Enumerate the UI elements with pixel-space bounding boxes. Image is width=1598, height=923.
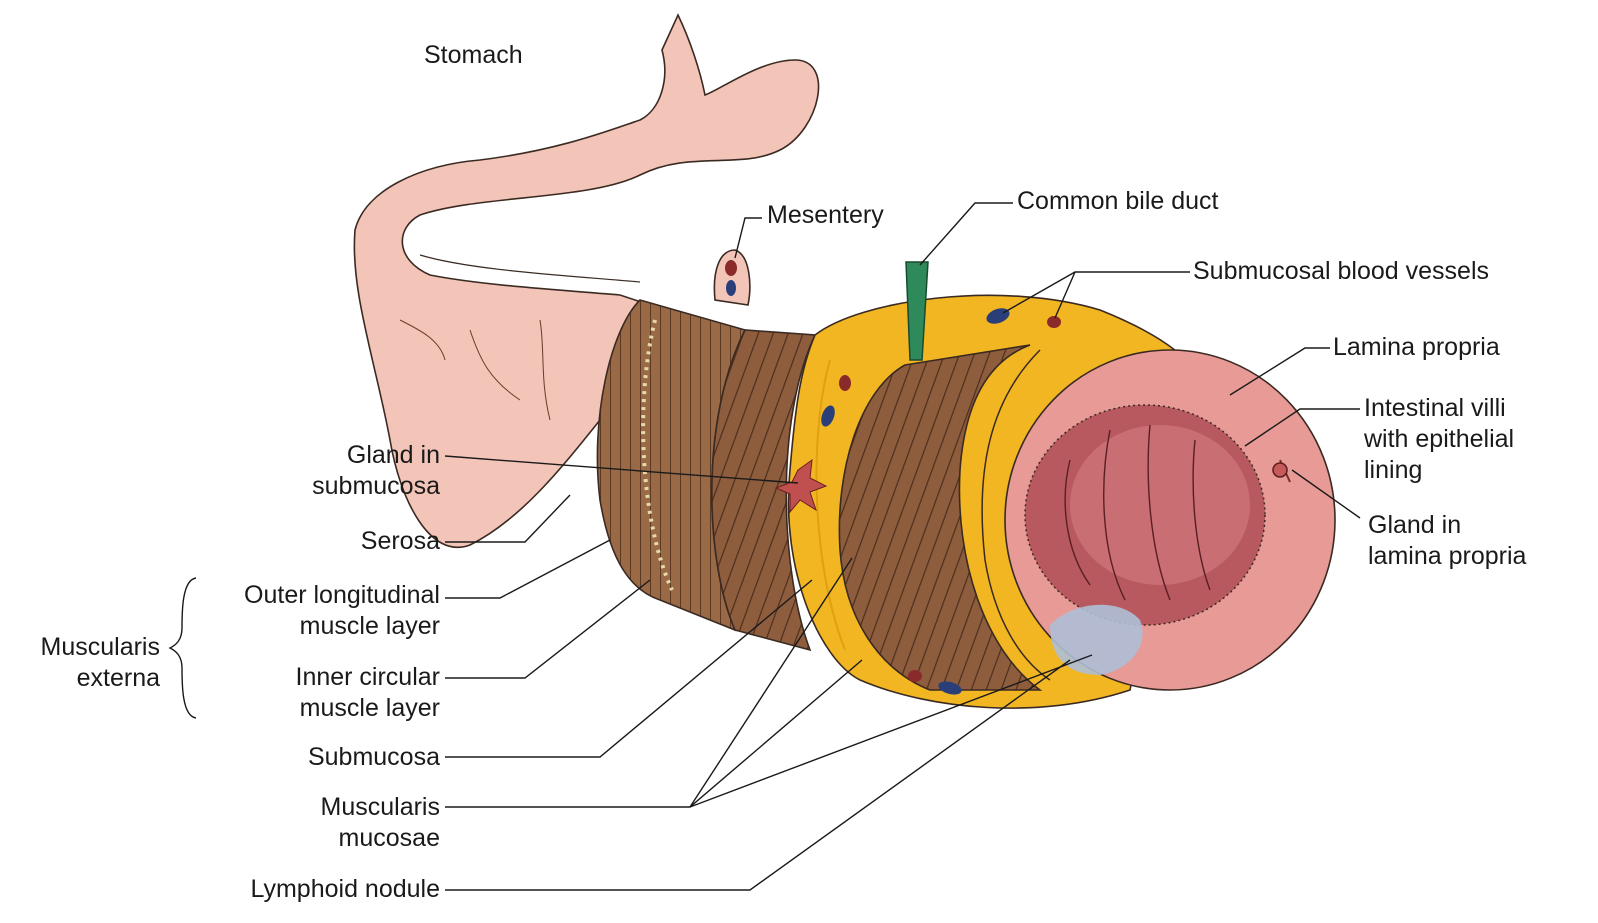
label-intestinal-villi-line3: lining (1364, 455, 1422, 486)
label-muscularis-mucosae-line2: mucosae (190, 823, 440, 854)
label-gland-lamina-propria-line1: Gland in (1368, 510, 1461, 541)
label-lamina-propria: Lamina propria (1333, 332, 1500, 363)
label-inner-circular-line1: Inner circular (190, 662, 440, 693)
label-submucosal-blood-vessels: Submucosal blood vessels (1193, 256, 1489, 287)
label-outer-longitudinal-line2: muscle layer (190, 611, 440, 642)
label-outer-longitudinal-line1: Outer longitudinal (190, 580, 440, 611)
label-gland-lamina-propria-line2: lamina propria (1368, 541, 1526, 572)
label-mesentery: Mesentery (767, 200, 884, 231)
label-lymphoid-nodule: Lymphoid nodule (190, 874, 440, 905)
label-inner-circular-line2: muscle layer (190, 693, 440, 724)
label-muscularis-mucosae-line1: Muscularis (190, 792, 440, 823)
label-gland-submucosa-line2: submucosa (240, 471, 440, 502)
label-intestinal-villi-line1: Intestinal villi (1364, 393, 1506, 424)
label-gland-submucosa-line1: Gland in (240, 440, 440, 471)
mesentery-vessels (714, 250, 749, 305)
label-common-bile-duct: Common bile duct (1017, 186, 1218, 217)
label-submucosa: Submucosa (190, 742, 440, 773)
label-intestinal-villi-line2: with epithelial (1364, 424, 1514, 455)
label-muscularis-externa-line1: Muscularis (0, 632, 160, 663)
label-stomach: Stomach (424, 40, 523, 71)
label-muscularis-externa-line2: externa (0, 663, 160, 694)
lumen (1025, 405, 1265, 625)
label-serosa: Serosa (240, 526, 440, 557)
